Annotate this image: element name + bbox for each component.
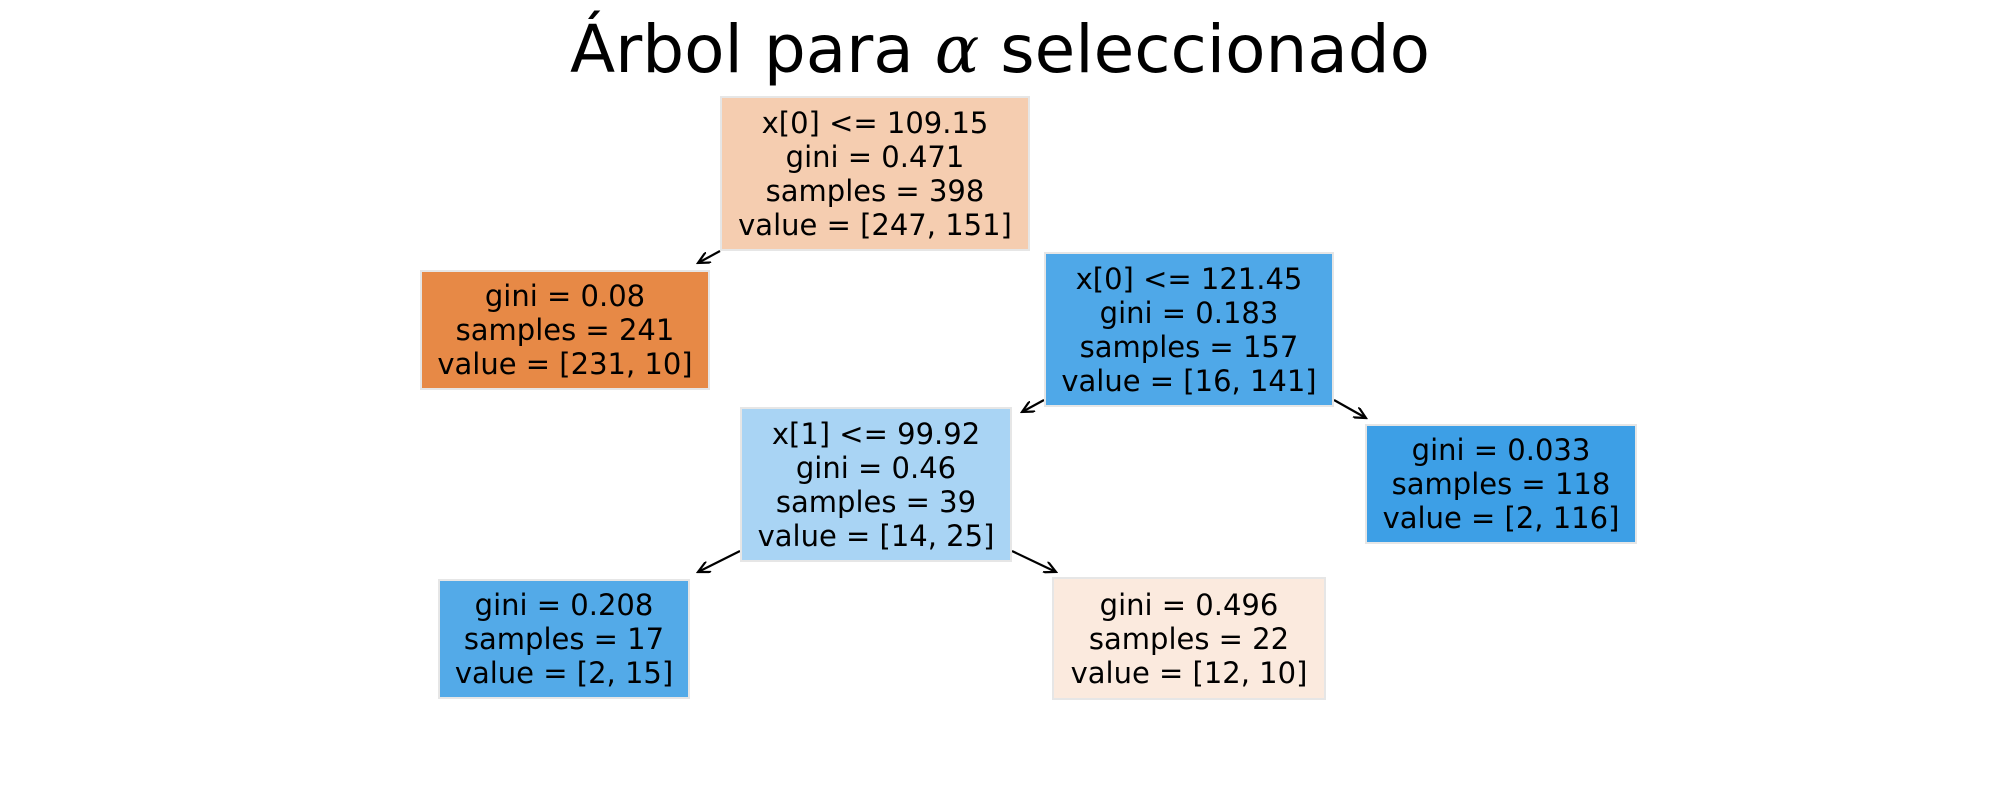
- node-text-line: samples = 22: [1088, 621, 1290, 656]
- node-text-line: value = [2, 116]: [1382, 501, 1620, 535]
- node-text-line: gini = 0.208: [474, 588, 654, 622]
- node-text-line: samples = 17: [463, 622, 665, 656]
- node-text-line: gini = 0.183: [1099, 295, 1279, 330]
- node-text-line: value = [14, 25]: [757, 518, 995, 553]
- node-text-line: samples = 157: [1079, 329, 1299, 364]
- node-text-line: samples = 398: [765, 173, 985, 208]
- node-text-line: value = [231, 10]: [437, 347, 693, 381]
- edge-n2-n3: [1022, 399, 1045, 412]
- node-text-line: value = [12, 10]: [1070, 655, 1308, 690]
- node-text-line: x[1] <= 99.92: [771, 416, 981, 451]
- node-text-line: value = [247, 151]: [738, 207, 1012, 242]
- node-text-line: x[0] <= 121.45: [1075, 261, 1303, 296]
- edge-n3-n6: [1011, 550, 1056, 572]
- title-suffix: seleccionado: [979, 11, 1431, 88]
- edge-n3-n5: [698, 550, 741, 572]
- node-text-line: gini = 0.08: [484, 279, 646, 313]
- node-text-line: gini = 0.46: [795, 450, 957, 485]
- node-text-line: gini = 0.033: [1411, 433, 1591, 467]
- diagram-title: Árbol para α seleccionado: [0, 11, 2000, 88]
- node-text-line: samples = 39: [775, 484, 977, 519]
- node-text-line: value = [2, 15]: [454, 656, 674, 690]
- node-text-line: value = [16, 141]: [1061, 363, 1317, 398]
- title-alpha-symbol: α: [934, 11, 980, 88]
- node-text-line: x[0] <= 109.15: [761, 105, 989, 140]
- edge-n0-n1: [698, 250, 721, 263]
- node-text-line: gini = 0.496: [1099, 587, 1279, 622]
- node-text-line: samples = 118: [1391, 467, 1611, 501]
- title-prefix: Árbol para: [569, 11, 935, 88]
- edge-n2-n4: [1333, 399, 1366, 418]
- node-text-line: gini = 0.471: [785, 139, 965, 174]
- node-text-line: samples = 241: [455, 313, 675, 347]
